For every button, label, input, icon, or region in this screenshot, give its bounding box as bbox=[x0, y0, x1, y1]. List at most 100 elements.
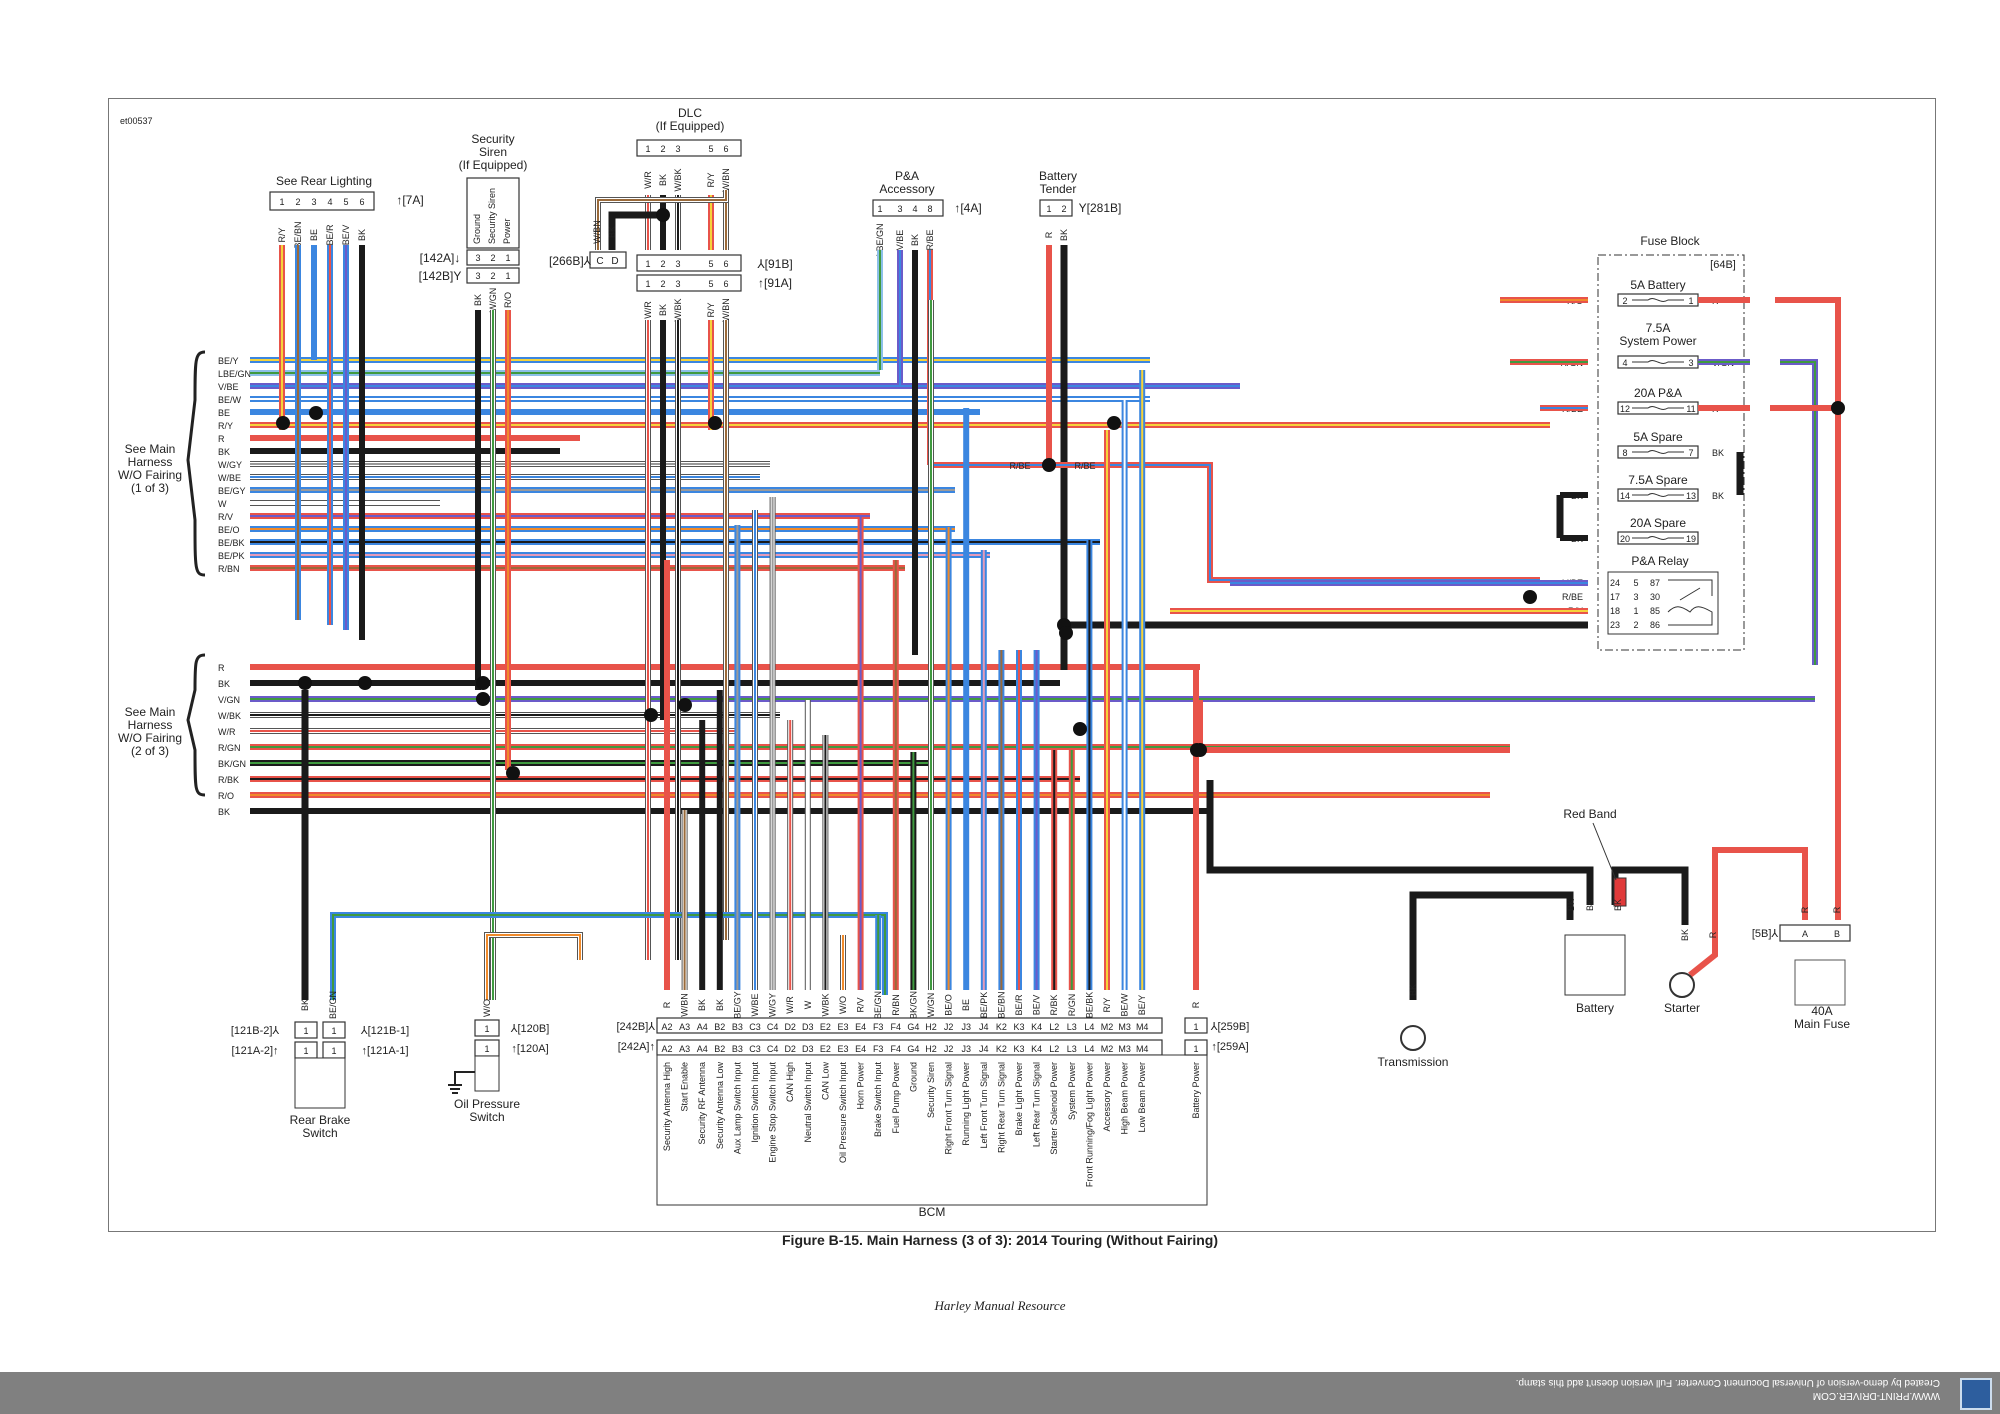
splice-dot bbox=[1073, 722, 1087, 736]
harness-2-wire-label: R/BK bbox=[218, 775, 239, 785]
splice-label-left: R/BE bbox=[1009, 461, 1030, 471]
bcm-pin: E3 bbox=[837, 1044, 848, 1054]
fuse-in-pin: 2 bbox=[1622, 296, 1627, 306]
bcm-wire-label: W/GN bbox=[926, 993, 936, 1018]
harness-1-label: W/O Fairing bbox=[118, 468, 182, 482]
harness-1-wire-label: BE/BK bbox=[218, 538, 245, 548]
fuse-out-pin: 1 bbox=[1688, 296, 1693, 306]
harness-2-label: Harness bbox=[128, 718, 173, 732]
bcm-pin: J2 bbox=[944, 1022, 954, 1032]
dlc-wire-label: R/Y bbox=[706, 172, 716, 187]
bcm-wire-label: BE/V bbox=[1032, 995, 1042, 1016]
battery-label: Battery bbox=[1576, 1001, 1614, 1015]
fuse-block-title: Fuse Block bbox=[1640, 234, 1700, 248]
battery-tender-connector bbox=[1039, 199, 1073, 217]
security-siren-pin: 2 bbox=[490, 271, 495, 281]
rear-brake-title: Rear Brake bbox=[290, 1113, 351, 1127]
dlc-wire-label: W/BK bbox=[673, 168, 683, 191]
bcm-wire-label: R/V bbox=[856, 997, 866, 1012]
bcm-pin: K3 bbox=[1013, 1044, 1024, 1054]
bcm-function-label: Left Rear Turn Signal bbox=[1032, 1062, 1042, 1147]
fuse-out-pin: 3 bbox=[1688, 358, 1693, 368]
harness-1-label: Harness bbox=[128, 455, 173, 469]
splice-dot bbox=[1059, 626, 1073, 640]
connector-266b-id: [266B]⅄ bbox=[549, 254, 592, 268]
harness-1-wire-label: BK bbox=[218, 447, 230, 457]
r-wire bbox=[1197, 700, 1510, 753]
bcm-wire-label: BE bbox=[961, 999, 971, 1011]
pa-accessory-title: P&A bbox=[895, 169, 919, 183]
bcm-function-label: Start Enable bbox=[680, 1062, 690, 1112]
bcm-function-label: Security Siren bbox=[926, 1062, 936, 1118]
footer-text: Harley Manual Resource bbox=[934, 1298, 1066, 1313]
security-siren-wire-label: R/O bbox=[503, 292, 513, 308]
bcm-pin: C4 bbox=[767, 1022, 779, 1032]
bcm-pin: M3 bbox=[1118, 1022, 1131, 1032]
main-fuse-connector bbox=[1779, 924, 1851, 942]
connector-120b: ⅄[120B] bbox=[510, 1023, 550, 1035]
starter-terminal-icon bbox=[1669, 972, 1695, 998]
bcm-wire-label: R/BN bbox=[891, 994, 901, 1016]
harness-2-wire-label: V/GN bbox=[218, 695, 240, 705]
wire-outline bbox=[484, 932, 583, 1000]
bcm-pin: K4 bbox=[1031, 1022, 1042, 1032]
bcm-wire-label: BE/R bbox=[1014, 994, 1024, 1016]
bcm-function-label: Engine Stop Switch Input bbox=[768, 1062, 778, 1163]
fuse-out-pin: 7 bbox=[1688, 448, 1693, 458]
fuse-block-outline bbox=[1597, 254, 1745, 651]
harness-2-wire-label: BK/GN bbox=[218, 759, 246, 769]
bcm-pin: F3 bbox=[873, 1044, 884, 1054]
transmission-terminal-icon bbox=[1400, 1025, 1426, 1051]
splice-dot bbox=[276, 416, 290, 430]
bcm-pin: M4 bbox=[1136, 1022, 1149, 1032]
fuse-in-pin: 14 bbox=[1620, 491, 1630, 501]
stamp-line-1: WWW.PRINT-DRIVER.COM bbox=[1812, 1390, 1940, 1401]
dlc-wire-label: W/R bbox=[643, 171, 653, 189]
battery-power-connector-b bbox=[1184, 1017, 1208, 1034]
pa-accessory-wire-label: LBE/GN bbox=[875, 223, 885, 256]
fuse-in-pin: 12 bbox=[1620, 404, 1630, 414]
bcm-wire-label: BE/Y bbox=[1137, 995, 1147, 1016]
bcm-wire-label: BK/GN bbox=[908, 991, 918, 1019]
bcm-pin: D3 bbox=[802, 1022, 814, 1032]
fuse-out-pin: 13 bbox=[1686, 491, 1696, 501]
battery-power-connector-a bbox=[1184, 1039, 1208, 1056]
battery-wire-label: BK bbox=[1585, 899, 1595, 911]
bcm-pin: M4 bbox=[1136, 1044, 1149, 1054]
bcm-wire-label: W/BE bbox=[750, 993, 760, 1016]
battery-icon bbox=[1564, 934, 1626, 996]
splice-dot bbox=[506, 766, 520, 780]
battery-tender-pin: 1 bbox=[1046, 204, 1051, 214]
bcm-pin: M2 bbox=[1101, 1044, 1114, 1054]
dlc-pin: 3 bbox=[675, 259, 680, 269]
battery-ground-wire bbox=[1206, 780, 1594, 905]
relay-num: 1 bbox=[1633, 606, 1638, 616]
battery-wire-label: BK bbox=[1613, 899, 1623, 911]
battery-tender-wire-label: R bbox=[1044, 231, 1054, 238]
bcm-pin: E3 bbox=[837, 1022, 848, 1032]
pa-accessory-wire-label: R/BE bbox=[925, 229, 935, 250]
fuse-out-pin: 19 bbox=[1686, 534, 1696, 544]
rear-brake-pin: 1 bbox=[303, 1026, 308, 1036]
connector-259a: ↑[259A] bbox=[1211, 1041, 1248, 1053]
harness-2-wire-label: BK bbox=[218, 807, 230, 817]
bcm-pin: A4 bbox=[697, 1044, 708, 1054]
pa-accessory-wire-label: V/BE bbox=[895, 230, 905, 251]
bcm-pin: D2 bbox=[784, 1022, 796, 1032]
fuse-block-connector-id: [64B] bbox=[1710, 259, 1736, 271]
security-siren-pin: 1 bbox=[505, 253, 510, 263]
relay-pin: 17 bbox=[1610, 592, 1620, 602]
connector-121b-1: ⅄[121B-1] bbox=[360, 1025, 409, 1037]
bcm-function-label: Running Light Power bbox=[961, 1062, 971, 1146]
rear-lighting-pin: 3 bbox=[311, 197, 316, 207]
rear-lighting-pin: 6 bbox=[359, 197, 364, 207]
rear-lighting-wire-label: BE/V bbox=[341, 225, 351, 246]
connector-242a: [242A]↑ bbox=[618, 1041, 655, 1053]
bcm-pin: E2 bbox=[820, 1022, 831, 1032]
connector-242b: [242B]⅄ bbox=[616, 1021, 655, 1033]
battery-power-label: Battery Power bbox=[1191, 1062, 1201, 1119]
oil-pressure-pin: 1 bbox=[484, 1044, 489, 1054]
connector-121a-1: ↑[121A-1] bbox=[361, 1045, 408, 1057]
dlc-pin: 1 bbox=[645, 144, 650, 154]
splice-dot bbox=[1831, 401, 1845, 415]
